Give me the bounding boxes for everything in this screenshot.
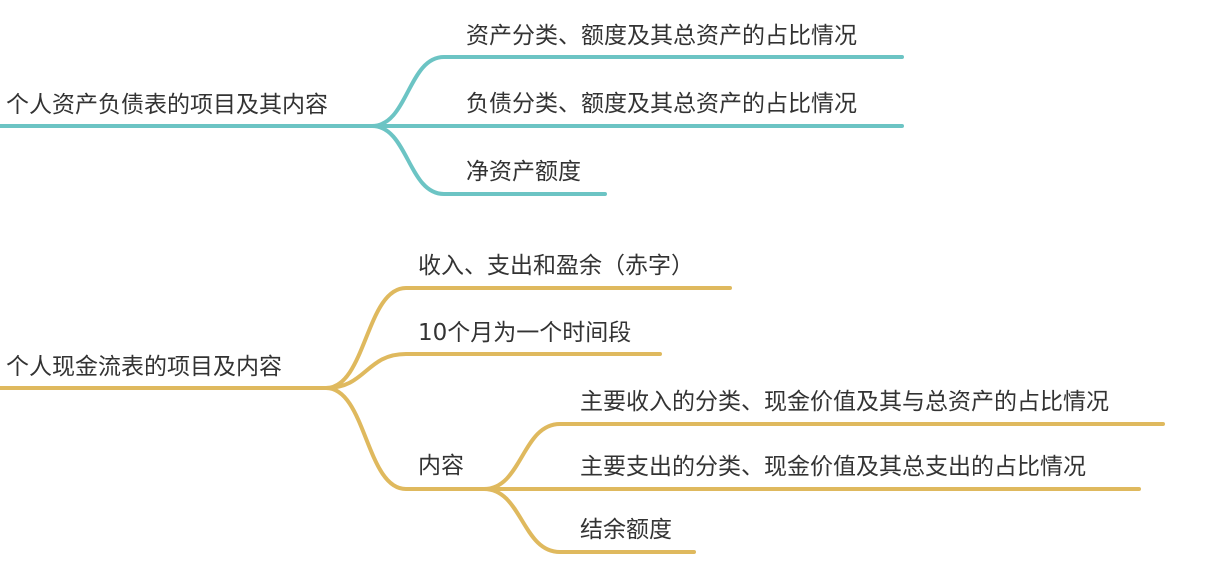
root-label-balance-sheet: 个人资产负债表的项目及其内容 <box>6 92 328 118</box>
node-surplus: 结余额度 <box>580 517 672 543</box>
node-liability-classification: 负债分类、额度及其总资产的占比情况 <box>466 91 857 117</box>
node-main-income: 主要收入的分类、现金价值及其与总资产的占比情况 <box>580 389 1109 415</box>
node-income-expense: 收入、支出和盈余（赤字） <box>418 253 694 279</box>
connector-2-3 <box>324 386 486 491</box>
branch-cash-flow: 个人现金流表的项目及内容 收入、支出和盈余（赤字） 10个月为一个时间段 内容 … <box>0 253 1165 554</box>
node-main-expense: 主要支出的分类、现金价值及其总支出的占比情况 <box>580 454 1086 480</box>
node-net-assets: 净资产额度 <box>466 159 581 185</box>
node-period: 10个月为一个时间段 <box>418 320 631 346</box>
node-content: 内容 <box>418 453 464 479</box>
connector-2-1 <box>324 286 732 390</box>
connector-1-1 <box>370 55 904 128</box>
connector-3-1 <box>482 422 1165 491</box>
node-asset-classification: 资产分类、额度及其总资产的占比情况 <box>466 23 857 49</box>
connector-1-3 <box>370 124 607 196</box>
connector-2-2 <box>324 352 662 390</box>
connector-3-3 <box>482 487 696 554</box>
root-label-cash-flow: 个人现金流表的项目及内容 <box>6 354 282 380</box>
branch-balance-sheet: 个人资产负债表的项目及其内容 资产分类、额度及其总资产的占比情况 负债分类、额度… <box>0 23 904 196</box>
